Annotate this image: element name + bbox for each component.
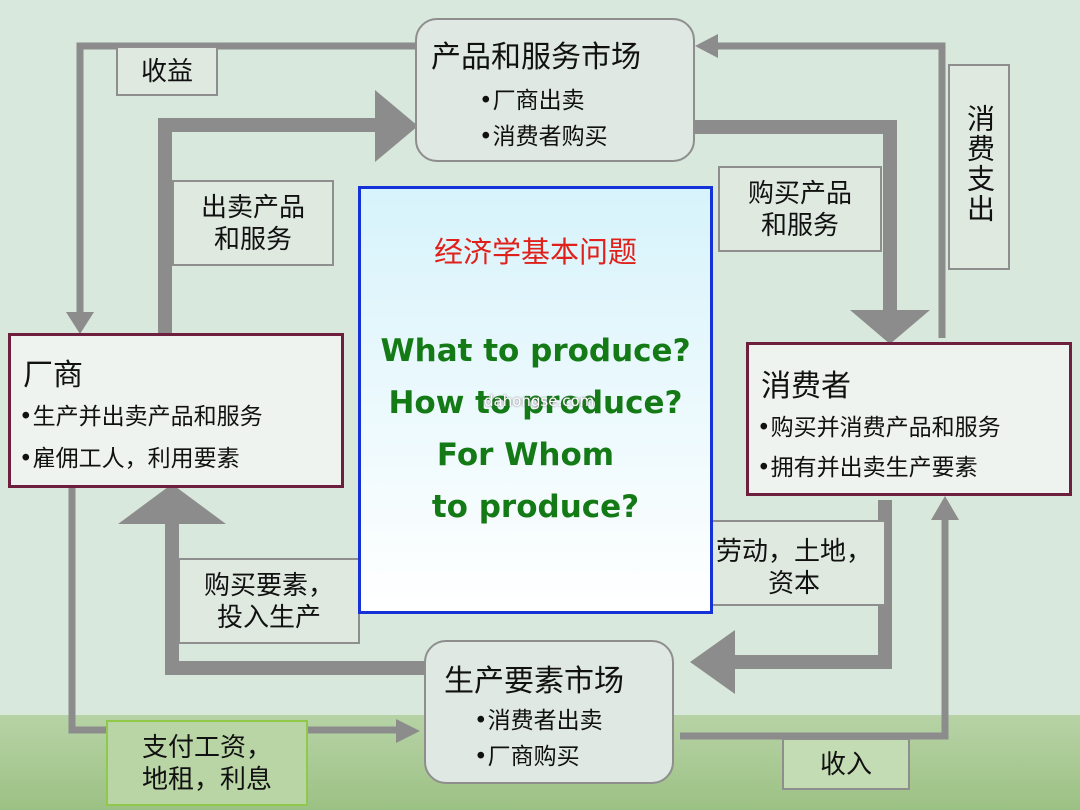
buy-goods-label: 购买产品 和服务: [718, 166, 882, 252]
factors-text: 资本: [768, 569, 821, 599]
firm-title: 厂商: [23, 358, 83, 393]
income-text: 收入: [819, 750, 872, 780]
watermark: dahongse.com: [484, 392, 595, 410]
firm-item: •生产并出卖产品和服务: [19, 404, 263, 430]
spending-label: 消费支出: [948, 64, 1010, 270]
product-market-box: 产品和服务市场 •厂商出卖 •消费者购买: [415, 18, 695, 162]
center-panel: 经济学基本问题 What to produce? How to produce?…: [358, 186, 713, 614]
factors-label: 劳动，土地， 资本: [710, 520, 886, 606]
spending-flow: [712, 42, 946, 338]
sell-goods-label: 出卖产品 和服务: [172, 180, 334, 266]
pay-arrowhead: [396, 719, 420, 743]
buy-goods-flow: [695, 120, 897, 318]
question-line: How to produce?: [388, 385, 683, 421]
buy-factors-text: 购买要素，: [203, 571, 334, 601]
factor-market-item: •消费者出卖: [474, 708, 603, 734]
buy-factors-arrowhead: [118, 484, 226, 524]
buy-factors-flow: [165, 515, 428, 675]
revenue-flow: [76, 42, 418, 320]
question-line: For Whom: [436, 437, 615, 473]
income-label: 收入: [782, 738, 910, 790]
pay-text: 支付工资，: [141, 733, 272, 763]
spending-arrowhead: [695, 34, 718, 58]
revenue-arrowhead: [66, 312, 94, 334]
income-arrowhead: [931, 496, 959, 520]
pay-text: 地租，利息: [141, 765, 272, 795]
buy-factors-text: 投入生产: [216, 603, 321, 633]
factors-arrowhead: [690, 630, 735, 694]
question-line: What to produce?: [380, 333, 691, 369]
firm-box: 厂商 •生产并出卖产品和服务 •雇佣工人，利用要素: [8, 333, 344, 488]
sell-goods-flow: [158, 118, 385, 333]
consumer-box: 消费者 •购买并消费产品和服务 •拥有并出卖生产要素: [746, 342, 1072, 496]
buy-goods-text: 购买产品: [747, 179, 852, 209]
buy-goods-arrowhead: [850, 310, 930, 344]
consumer-item: •拥有并出卖生产要素: [757, 455, 978, 481]
pay-label: 支付工资， 地租，利息: [106, 720, 308, 806]
center-heading: 经济学基本问题: [433, 235, 637, 269]
income-flow: [680, 520, 949, 740]
spending-text: 消费支出: [963, 104, 996, 224]
revenue-text: 收益: [140, 57, 193, 87]
consumer-item: •购买并消费产品和服务: [757, 415, 1001, 441]
firm-item: •雇佣工人，利用要素: [19, 446, 240, 472]
sell-goods-text: 出卖产品: [200, 193, 305, 223]
sell-goods-text: 和服务: [213, 225, 292, 255]
product-market-item: •厂商出卖: [479, 88, 585, 114]
factor-market-box: 生产要素市场 •消费者出卖 •厂商购买: [424, 640, 674, 784]
product-market-title: 产品和服务市场: [431, 40, 641, 75]
sell-goods-arrowhead: [375, 90, 418, 162]
factor-market-title: 生产要素市场: [444, 664, 624, 699]
product-market-item: •消费者购买: [479, 124, 608, 150]
questions-list: What to produce? How to produce? For Who…: [361, 325, 710, 533]
factors-text: 劳动，土地，: [716, 537, 873, 567]
revenue-label: 收益: [116, 46, 218, 96]
consumer-title: 消费者: [761, 369, 851, 404]
question-line: to produce?: [431, 489, 640, 525]
buy-goods-text: 和服务: [760, 211, 839, 241]
factor-market-item: •厂商购买: [474, 744, 580, 770]
buy-factors-label: 购买要素， 投入生产: [178, 558, 360, 644]
